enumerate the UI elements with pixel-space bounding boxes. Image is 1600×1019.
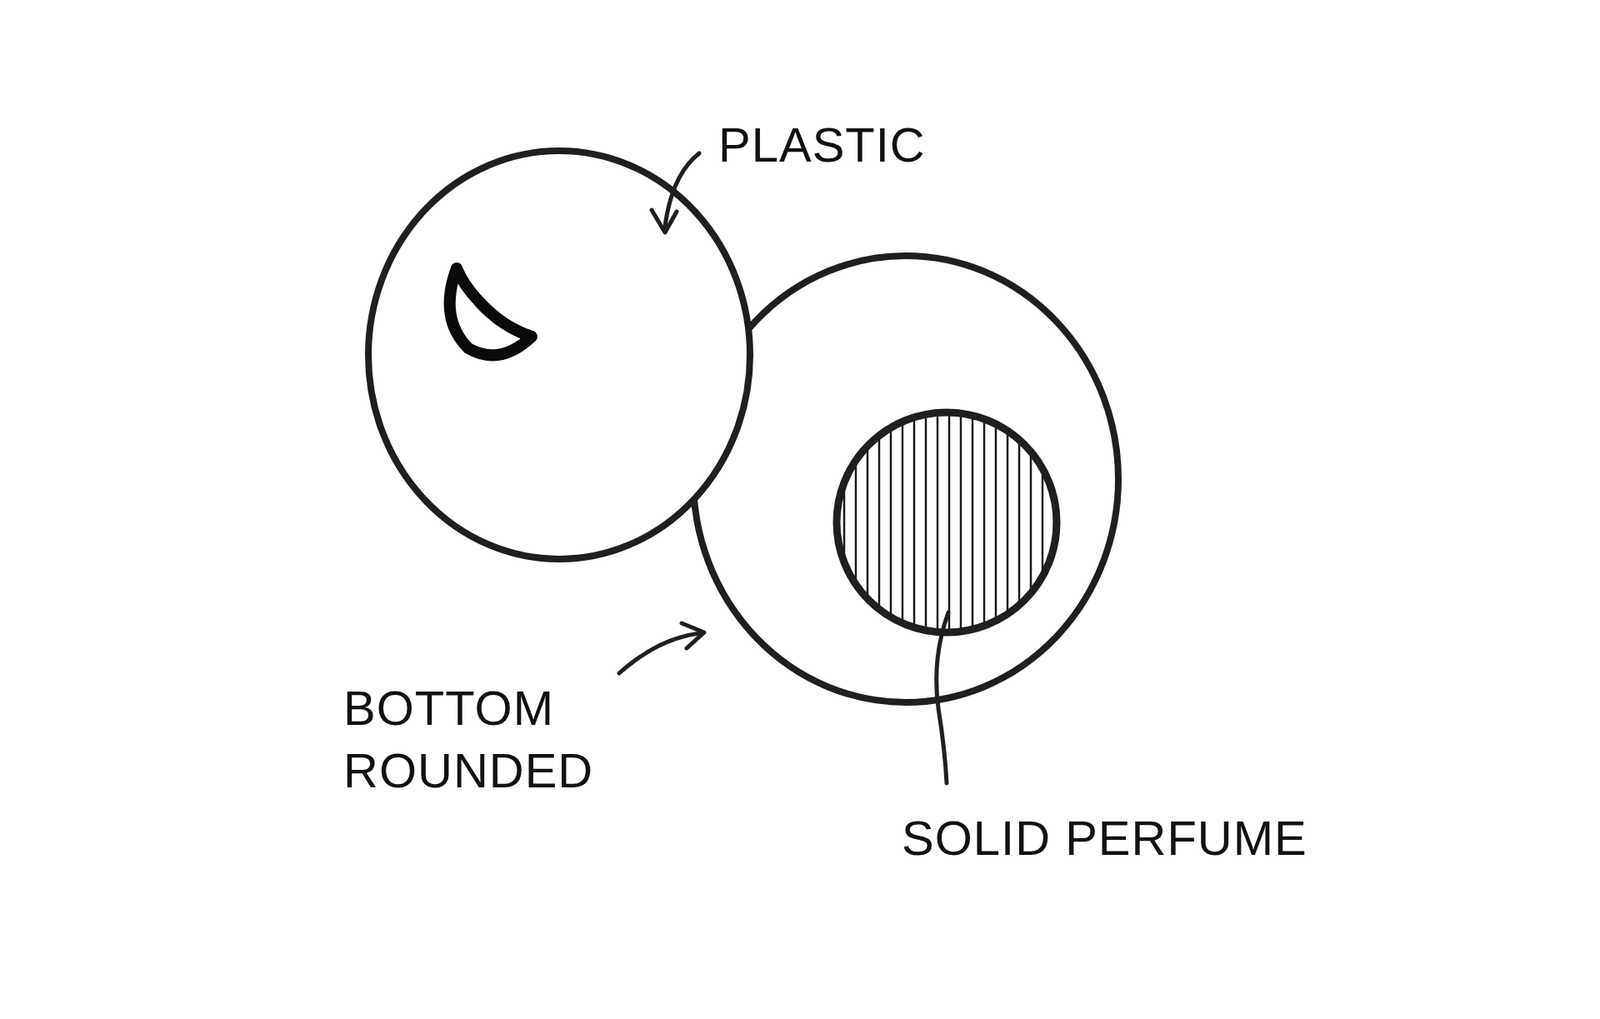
part-label: PLASTIC (718, 113, 1069, 176)
compact-base (693, 255, 1119, 703)
part-label: SOLID PERFUME (901, 806, 1419, 870)
leader-arrow (665, 153, 700, 227)
leader-arrow (619, 633, 700, 674)
arrow-head (651, 210, 677, 233)
part-label: BOTTOM ROUNDED (343, 676, 627, 803)
compact-lid (368, 150, 750, 560)
perfume-pan (836, 412, 1057, 633)
arrow-head (681, 623, 705, 649)
perfume-hatching (833, 408, 1067, 642)
leader-line (936, 612, 949, 784)
lid-catch (450, 268, 532, 355)
